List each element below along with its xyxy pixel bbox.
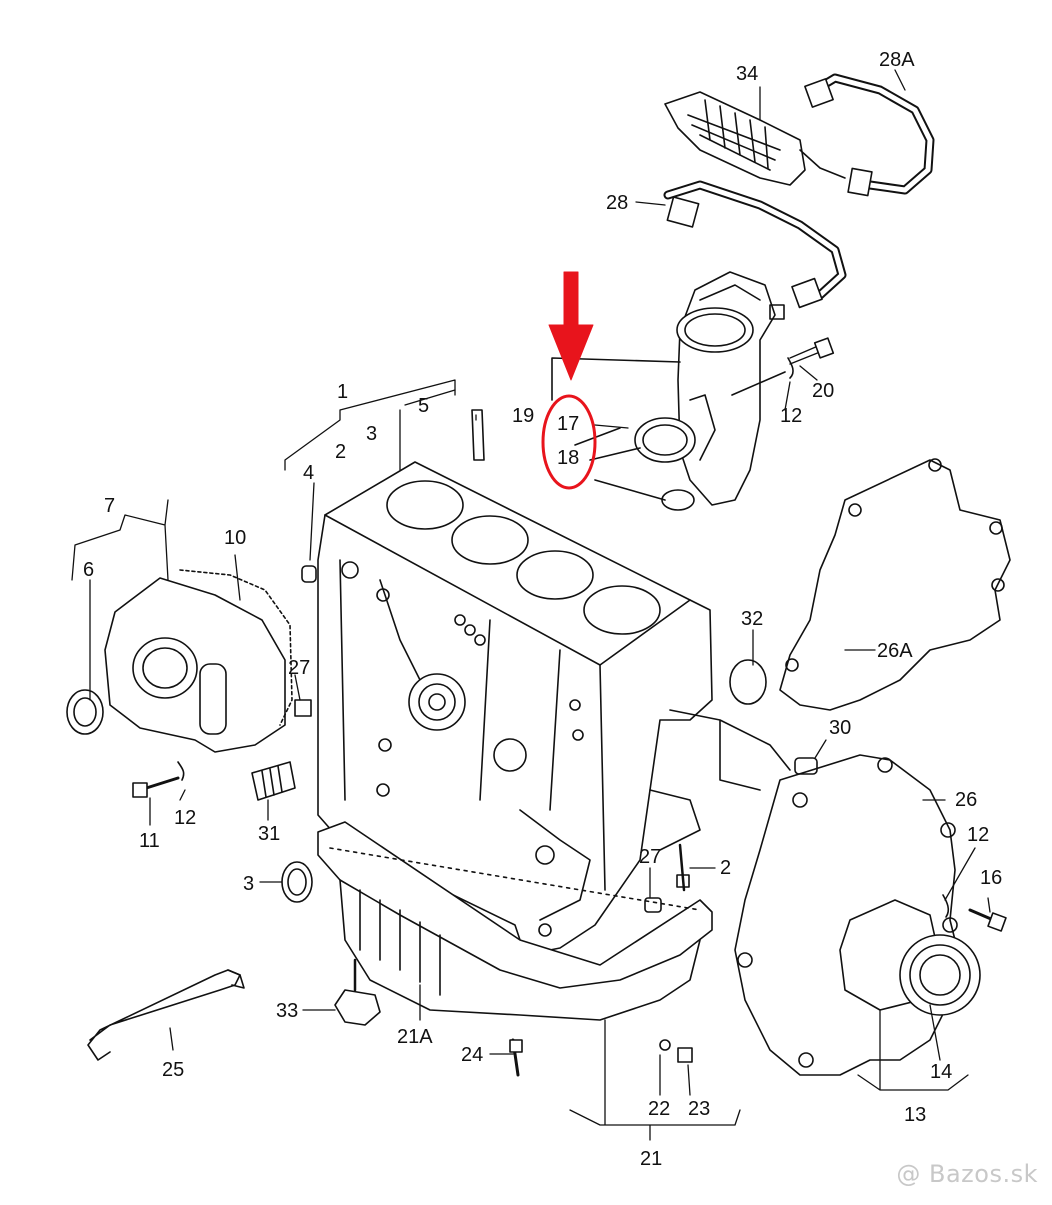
callout-28: 28 [606, 192, 629, 214]
callout-11: 11 [139, 830, 160, 852]
callout-2-top: 2 [335, 441, 347, 463]
callout-25: 25 [162, 1059, 185, 1081]
callout-30: 30 [829, 717, 852, 739]
callout-34: 34 [736, 63, 759, 85]
front-cover-assembly [66, 569, 312, 798]
callout-19: 19 [512, 405, 535, 427]
callout-21: 21 [640, 1148, 663, 1170]
callout-3-left: 3 [243, 873, 255, 895]
callout-27-left: 27 [288, 657, 311, 679]
callout-22: 22 [648, 1098, 671, 1120]
callout-12-left: 12 [174, 807, 197, 829]
callout-10: 10 [224, 527, 247, 549]
callout-26: 26 [955, 789, 978, 811]
callout-33: 33 [276, 1000, 299, 1022]
callout-6: 6 [83, 559, 95, 581]
callout-2-right: 2 [720, 857, 732, 879]
callout-12-right: 12 [967, 824, 990, 846]
callout-18: 18 [557, 447, 580, 469]
callout-1: 1 [337, 381, 349, 403]
callout-23: 23 [688, 1098, 711, 1120]
red-circle-highlight [541, 394, 597, 490]
rear-cover-gaskets [734, 458, 1011, 1076]
callout-7: 7 [104, 495, 116, 517]
breather-valve-assembly [551, 73, 935, 511]
callout-4: 4 [303, 462, 315, 484]
callout-27-right: 27 [639, 846, 662, 868]
red-highlight [541, 271, 597, 490]
small-parts [87, 409, 818, 1061]
callout-24: 24 [461, 1044, 484, 1066]
cylinder-block [317, 461, 713, 956]
callout-3-top: 3 [366, 423, 378, 445]
callout-20: 20 [812, 380, 835, 402]
callout-28a: 28A [879, 49, 915, 71]
red-down-arrow [548, 271, 594, 381]
callout-17: 17 [557, 413, 580, 435]
callout-16: 16 [980, 867, 1003, 889]
callout-32: 32 [741, 608, 764, 630]
callout-13: 13 [904, 1104, 927, 1126]
callout-26a: 26A [877, 640, 913, 662]
callout-14: 14 [930, 1061, 953, 1083]
callout-5: 5 [418, 395, 430, 417]
oil-pan [317, 821, 713, 1077]
leader-lines [71, 69, 991, 1141]
callout-31: 31 [258, 823, 281, 845]
watermark-text: @ Bazos.sk [896, 1160, 1038, 1188]
callout-21a: 21A [397, 1026, 433, 1048]
callout-12-top: 12 [780, 405, 803, 427]
